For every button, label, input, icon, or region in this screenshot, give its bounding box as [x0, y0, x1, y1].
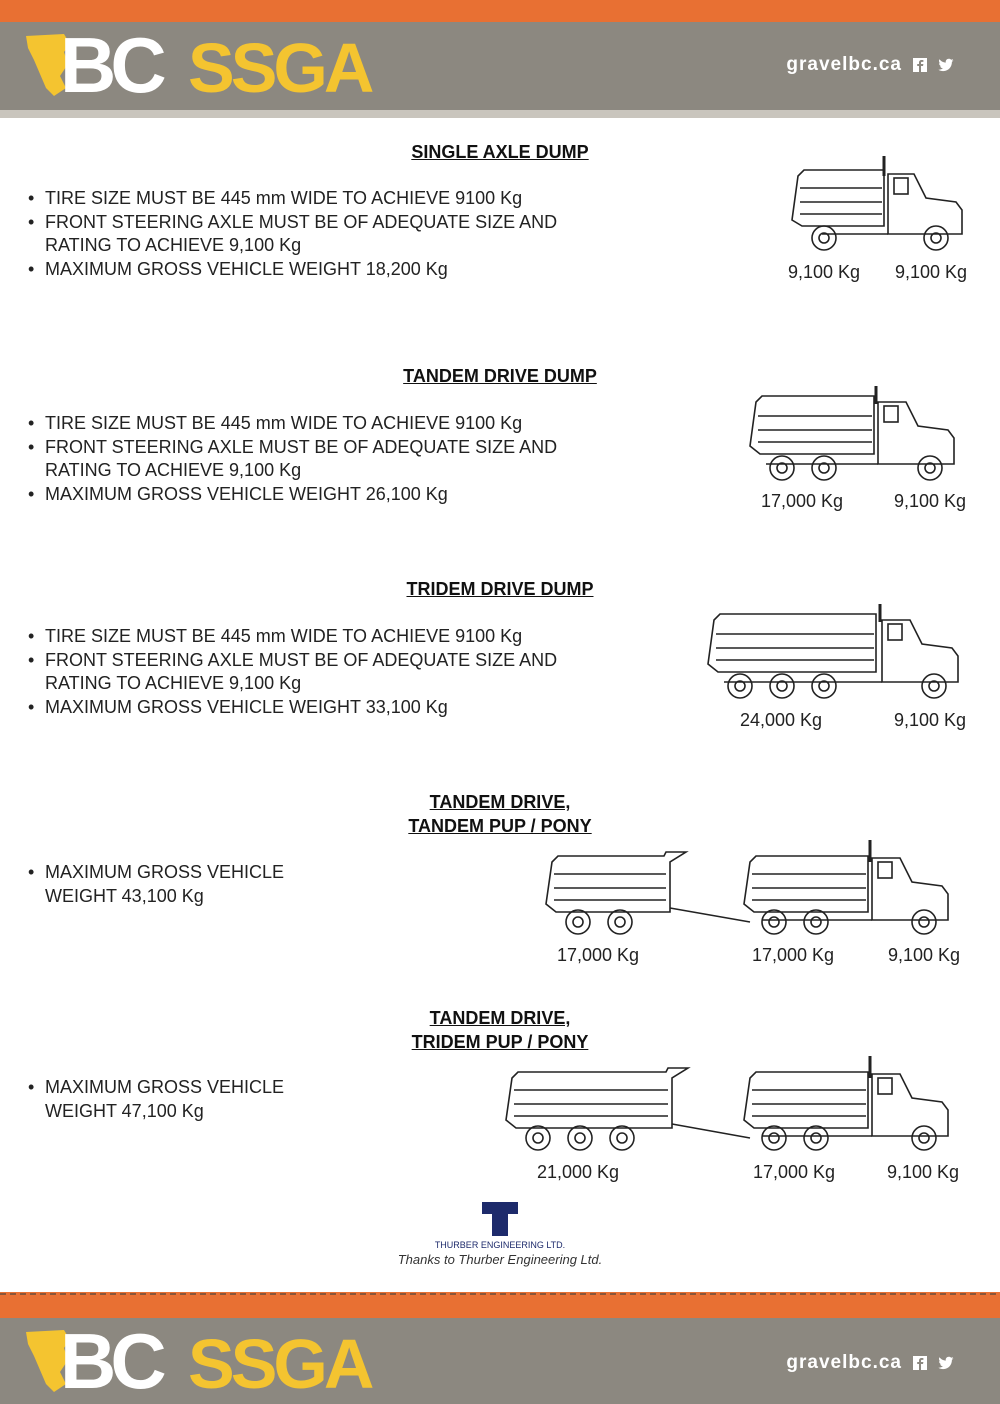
single-axle-bullets: TIRE SIZE MUST BE 445 mm WIDE TO ACHIEVE…	[28, 187, 588, 281]
single-axle-truck-illustration	[791, 156, 963, 251]
dashed-divider	[0, 1293, 1000, 1295]
axle-weight-label: 17,000 Kg	[752, 945, 835, 965]
tridem-drive-bullets: TIRE SIZE MUST BE 445 mm WIDE TO ACHIEVE…	[28, 625, 588, 719]
list-item: TIRE SIZE MUST BE 445 mm WIDE TO ACHIEVE…	[28, 625, 588, 649]
site-links: gravelbc.ca	[786, 54, 954, 76]
bcssga-logo[interactable]: BC SSGA	[24, 1326, 404, 1398]
list-item: FRONT STEERING AXLE MUST BE OF ADEQUATE …	[28, 211, 588, 258]
list-item: FRONT STEERING AXLE MUST BE OF ADEQUATE …	[28, 436, 588, 483]
section-title-tandem-drive: TANDEM DRIVE DUMP	[403, 366, 597, 386]
section-title-single-axle: SINGLE AXLE DUMP	[411, 142, 589, 162]
site-links: gravelbc.ca	[786, 1352, 954, 1374]
list-item: MAXIMUM GROSS VEHICLE WEIGHT 43,100 Kg	[28, 861, 328, 908]
tandem-drive-bullets: TIRE SIZE MUST BE 445 mm WIDE TO ACHIEVE…	[28, 412, 588, 506]
axle-weight-label: 9,100 Kg	[895, 262, 968, 282]
twitter-icon[interactable]	[938, 1355, 954, 1371]
list-item: MAXIMUM GROSS VEHICLE WEIGHT 47,100 Kg	[28, 1076, 328, 1123]
site-url[interactable]: gravelbc.ca	[786, 54, 902, 75]
tandem-drive-truck-illustration	[749, 386, 955, 481]
svg-text:BC: BC	[60, 1326, 165, 1398]
axle-weight-label: 9,100 Kg	[788, 262, 861, 282]
tandem-pup-truck-illustration	[545, 840, 949, 935]
bc-province-icon	[26, 1330, 70, 1392]
list-item: FRONT STEERING AXLE MUST BE OF ADEQUATE …	[28, 649, 588, 696]
svg-text:THURBER ENGINEERING LTD.: THURBER ENGINEERING LTD.	[435, 1240, 565, 1250]
header-bar: BC SSGA gravelbc.ca	[0, 22, 1000, 110]
thurber-logo: THURBER ENGINEERING LTD.	[435, 1202, 565, 1250]
credit-thanks: Thanks to Thurber Engineering Ltd.	[397, 1252, 603, 1267]
svg-text:BC: BC	[60, 30, 165, 102]
axle-weight-label: 9,100 Kg	[888, 945, 961, 965]
section-title-tridem-pup-line2: TRIDEM PUP / PONY	[411, 1032, 589, 1052]
section-title-tandem-pup-line1: TANDEM DRIVE,	[429, 792, 571, 812]
axle-weight-label: 21,000 Kg	[537, 1162, 620, 1182]
axle-weight-label: 17,000 Kg	[761, 491, 844, 511]
list-item: TIRE SIZE MUST BE 445 mm WIDE TO ACHIEVE…	[28, 412, 588, 436]
footer-bar: BC SSGA gravelbc.ca	[0, 1318, 1000, 1404]
facebook-icon[interactable]	[912, 1355, 928, 1371]
list-item: MAXIMUM GROSS VEHICLE WEIGHT 26,100 Kg	[28, 483, 588, 507]
axle-weight-label: 24,000 Kg	[740, 710, 823, 730]
credit-block: THURBER ENGINEERING LTD. Thanks to Thurb…	[0, 1200, 1000, 1267]
section-title-tandem-pup-line2: TANDEM PUP / PONY	[408, 816, 592, 836]
facebook-icon[interactable]	[912, 57, 928, 73]
svg-text:SSGA: SSGA	[188, 1326, 373, 1398]
bcssga-logo[interactable]: BC SSGA	[24, 30, 404, 102]
header-stripe	[0, 110, 1000, 118]
site-url[interactable]: gravelbc.ca	[786, 1352, 902, 1373]
axle-weight-label: 9,100 Kg	[894, 710, 967, 730]
tridem-pup-truck-illustration	[505, 1056, 949, 1151]
tridem-drive-truck-illustration	[707, 604, 959, 699]
twitter-icon[interactable]	[938, 57, 954, 73]
axle-weight-label: 9,100 Kg	[894, 491, 967, 511]
axle-weight-label: 17,000 Kg	[753, 1162, 836, 1182]
list-item: MAXIMUM GROSS VEHICLE WEIGHT 18,200 Kg	[28, 258, 588, 282]
footer-orange-bar	[0, 1292, 1000, 1318]
svg-text:SSGA: SSGA	[188, 30, 373, 102]
top-orange-bar	[0, 0, 1000, 22]
tridem-pup-bullets: MAXIMUM GROSS VEHICLE WEIGHT 47,100 Kg	[28, 1076, 328, 1123]
section-title-tridem-pup-line1: TANDEM DRIVE,	[429, 1008, 571, 1028]
list-item: MAXIMUM GROSS VEHICLE WEIGHT 33,100 Kg	[28, 696, 588, 720]
tandem-pup-bullets: MAXIMUM GROSS VEHICLE WEIGHT 43,100 Kg	[28, 861, 328, 908]
axle-weight-label: 9,100 Kg	[887, 1162, 960, 1182]
axle-weight-label: 17,000 Kg	[557, 945, 640, 965]
list-item: TIRE SIZE MUST BE 445 mm WIDE TO ACHIEVE…	[28, 187, 588, 211]
bc-province-icon	[26, 34, 70, 96]
section-title-tridem-drive: TRIDEM DRIVE DUMP	[406, 579, 594, 599]
